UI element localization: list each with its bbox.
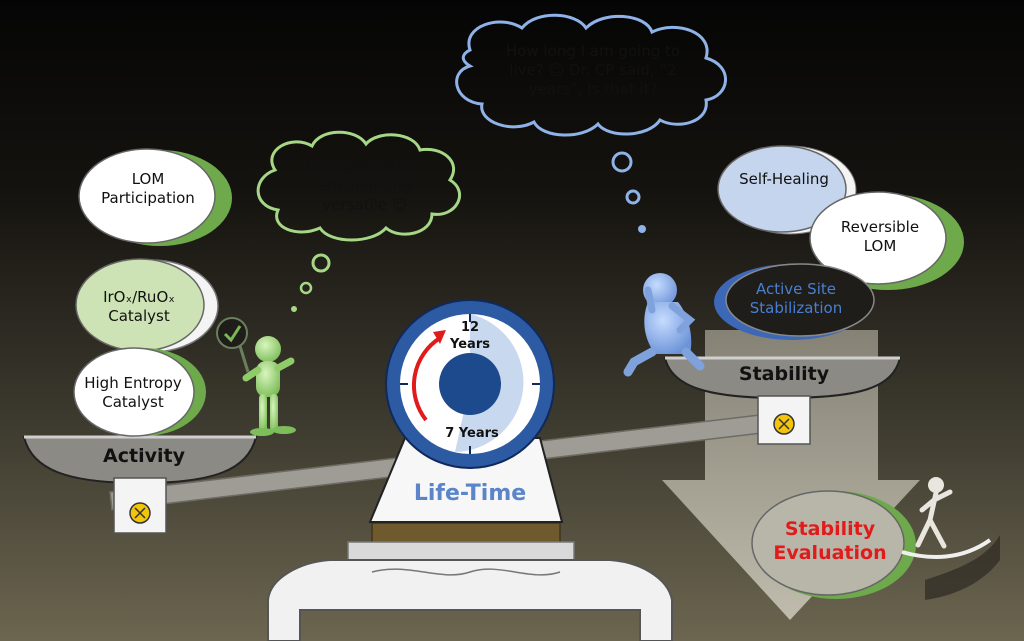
green-thought-dot [311,253,331,273]
blue-person-figure [623,273,705,377]
left-hanger [113,477,167,534]
gauge-center [439,353,501,415]
life-time-label: Life-Time [413,481,527,506]
iro-ruo-catalyst-label: IrOₓ/RuOₓ Catalyst [103,288,175,325]
magnifier-check-icon [216,317,250,373]
lom-participation-label: LOM Participation [101,170,195,207]
green-person-figure [242,336,296,436]
disc-reversible-lom [809,191,947,285]
gauge-top-value: 12 [460,320,480,335]
disc-lom-participation [78,148,216,244]
stability-evaluation-label: Stability Evaluation [773,518,887,564]
reversible-lom-label: Reversible LOM [840,218,920,255]
stand-foot-wave [371,568,561,576]
surfing-person-figure [901,477,992,559]
blue-thought-bubble [455,13,727,137]
self-healing-label: Self-Healing [739,170,829,188]
blue-bubble-text: How long I am going to live? ☺ Dr. CP sa… [505,42,681,98]
activity-label: Activity [103,445,185,467]
green-thought-bubble [256,130,462,242]
stand-foot [267,559,673,641]
stand-plate [371,522,561,544]
gauge-bottom-label: 7 Years [445,426,499,441]
disc-self-healing [717,145,847,233]
surf-board-shadow [925,535,1000,600]
gauge-red-arrow [412,336,442,422]
active-site-stabilization-label: Active Site Stabilization [749,280,843,317]
gauge-top-unit: Years [450,337,490,352]
high-entropy-catalyst-label: High Entropy Catalyst [84,374,182,411]
blue-thought-dot [611,151,633,173]
stability-label: Stability [738,363,830,385]
disc-high-entropy-catalyst [73,347,195,437]
disc-active-site-stabilization [725,263,875,337]
green-bubble-text: I am affordable, efficient and versatile… [305,158,425,214]
